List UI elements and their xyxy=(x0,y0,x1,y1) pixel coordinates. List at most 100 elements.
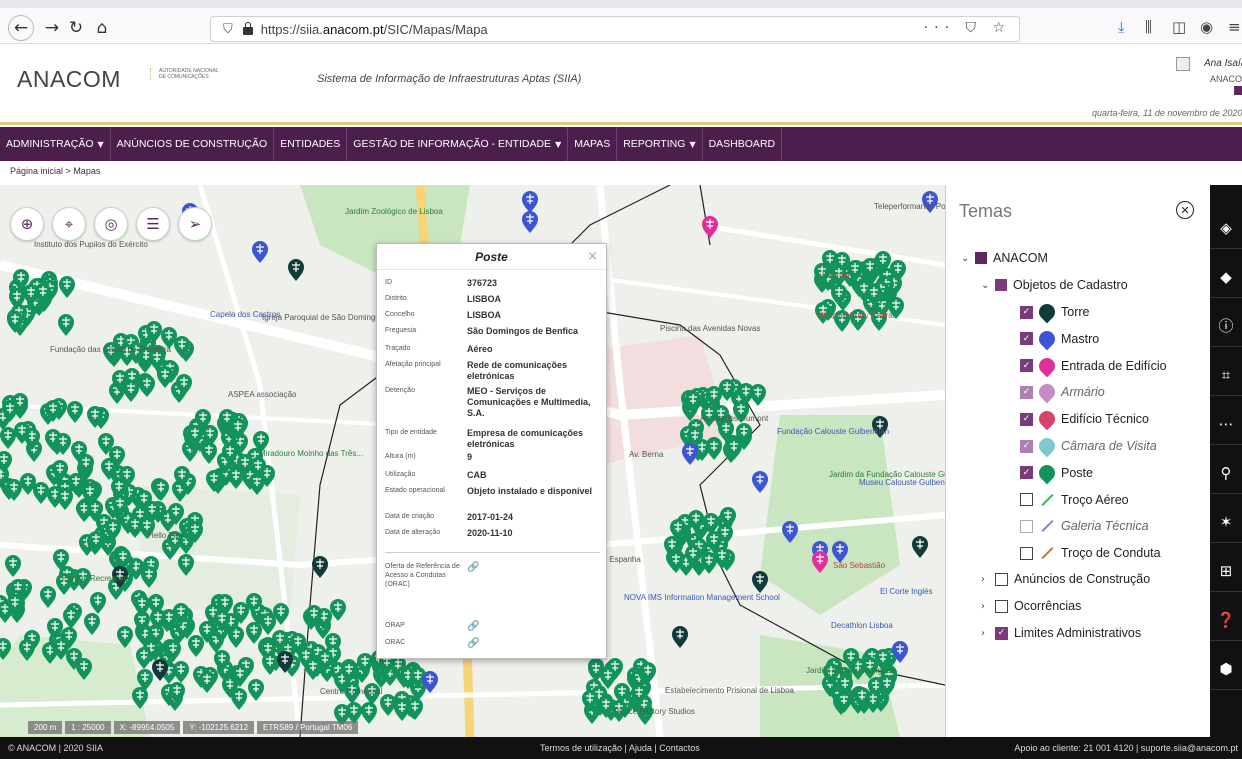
mastro-marker[interactable] xyxy=(832,541,848,563)
query-icon[interactable]: ❓ xyxy=(1210,599,1242,641)
poste-marker[interactable] xyxy=(598,696,614,718)
extension-icon[interactable]: ◉ xyxy=(1200,18,1214,36)
poste-marker[interactable] xyxy=(176,374,192,396)
poste-marker[interactable] xyxy=(165,640,181,662)
poste-marker[interactable] xyxy=(836,691,852,713)
poste-marker[interactable] xyxy=(847,260,863,282)
poste-marker[interactable] xyxy=(719,379,735,401)
forward-arrow-icon[interactable]: → xyxy=(44,18,60,38)
poste-marker[interactable] xyxy=(58,314,74,336)
poste-marker[interactable] xyxy=(273,603,289,625)
poste-marker[interactable] xyxy=(843,648,859,670)
poste-marker[interactable] xyxy=(237,454,253,476)
poste-marker[interactable] xyxy=(685,391,701,413)
poste-marker[interactable] xyxy=(139,375,155,397)
breadcrumb-home[interactable]: Página inicial xyxy=(10,166,64,176)
poste-marker[interactable] xyxy=(834,310,850,332)
poste-marker[interactable] xyxy=(714,547,730,569)
entrada-marker[interactable] xyxy=(702,216,718,238)
layer-conduta[interactable]: Troço de Conduta xyxy=(1020,544,1161,562)
navigation-icon[interactable]: ➢ xyxy=(178,207,212,241)
poste-marker[interactable] xyxy=(222,443,238,465)
poste-marker[interactable] xyxy=(814,263,830,285)
mastro-marker[interactable] xyxy=(752,471,768,493)
lock-icon[interactable] xyxy=(242,22,253,35)
poste-marker[interactable] xyxy=(75,568,91,590)
mastro-marker[interactable] xyxy=(682,443,698,465)
download-icon[interactable]: ⤓ xyxy=(1118,18,1125,36)
poste-marker[interactable] xyxy=(888,297,904,319)
poste-marker[interactable] xyxy=(23,284,39,306)
layer-poste[interactable]: ✓Poste xyxy=(1020,461,1093,485)
anacom-logo[interactable]: ANACOM xyxy=(17,66,121,92)
poste-marker[interactable] xyxy=(290,633,306,655)
poste-marker[interactable] xyxy=(13,269,29,291)
poste-marker[interactable] xyxy=(871,309,887,331)
layer-checkbox[interactable]: ✓ xyxy=(1020,466,1033,480)
poste-marker[interactable] xyxy=(862,258,878,280)
torre-marker[interactable] xyxy=(752,571,768,593)
menu-item-6[interactable]: Dashboard xyxy=(703,127,783,161)
poste-marker[interactable] xyxy=(187,521,203,543)
poste-marker[interactable] xyxy=(380,694,396,716)
torre-marker[interactable] xyxy=(872,416,888,438)
select-icon[interactable]: ⌗ xyxy=(1210,354,1242,396)
poste-marker[interactable] xyxy=(137,669,153,691)
poste-marker[interactable] xyxy=(68,473,84,495)
poste-marker[interactable] xyxy=(250,457,266,479)
layer-entrada[interactable]: ✓Entrada de Edifício xyxy=(1020,354,1167,377)
poste-marker[interactable] xyxy=(854,687,870,709)
poste-marker[interactable] xyxy=(738,383,754,405)
poste-marker[interactable] xyxy=(306,605,322,627)
poste-marker[interactable] xyxy=(98,433,114,455)
poste-marker[interactable] xyxy=(76,658,92,680)
poste-marker[interactable] xyxy=(246,622,262,644)
mastro-marker[interactable] xyxy=(252,241,268,263)
draw-icon[interactable]: ✶ xyxy=(1210,501,1242,543)
poste-marker[interactable] xyxy=(56,573,72,595)
poste-marker[interactable] xyxy=(0,638,11,660)
poste-marker[interactable] xyxy=(87,500,103,522)
layer-edificio[interactable]: ✓Edifício Técnico xyxy=(1020,407,1149,431)
poste-marker[interactable] xyxy=(407,698,423,720)
poste-marker[interactable] xyxy=(341,661,357,683)
layer-checkbox[interactable] xyxy=(1020,493,1033,507)
poste-marker[interactable] xyxy=(736,423,752,445)
poste-marker[interactable] xyxy=(7,311,23,333)
poste-marker[interactable] xyxy=(33,482,49,504)
poste-marker[interactable] xyxy=(90,592,106,614)
poste-marker[interactable] xyxy=(706,531,722,553)
menu-item-2[interactable]: Entidades xyxy=(274,127,348,161)
chevron-right-icon[interactable]: › xyxy=(981,627,985,639)
poste-marker[interactable] xyxy=(174,466,190,488)
poste-marker[interactable] xyxy=(228,467,244,489)
link-icon[interactable]: 🔗 xyxy=(467,638,480,649)
poste-marker[interactable] xyxy=(178,554,194,576)
zoom-search-icon[interactable]: ⊕ xyxy=(10,207,44,241)
poste-marker[interactable] xyxy=(87,406,103,428)
poste-marker[interactable] xyxy=(410,667,426,689)
poste-marker[interactable] xyxy=(132,687,148,709)
poste-marker[interactable] xyxy=(153,479,169,501)
poste-marker[interactable] xyxy=(262,653,278,675)
torre-marker[interactable] xyxy=(112,566,128,588)
poste-marker[interactable] xyxy=(248,679,264,701)
poste-marker[interactable] xyxy=(330,599,346,621)
poste-marker[interactable] xyxy=(134,595,150,617)
mastro-marker[interactable] xyxy=(892,641,908,663)
layer-camara[interactable]: ✓Câmara de Visita xyxy=(1020,434,1157,458)
poste-marker[interactable] xyxy=(84,613,100,635)
poste-marker[interactable] xyxy=(136,490,152,512)
poste-marker[interactable] xyxy=(161,327,177,349)
poste-marker[interactable] xyxy=(357,653,373,675)
poste-marker[interactable] xyxy=(879,675,895,697)
poste-marker[interactable] xyxy=(67,401,83,423)
poste-marker[interactable] xyxy=(45,400,61,422)
poste-marker[interactable] xyxy=(123,380,139,402)
poste-marker[interactable] xyxy=(334,704,350,726)
poste-marker[interactable] xyxy=(875,251,891,273)
poste-marker[interactable] xyxy=(71,441,87,463)
layer-torre[interactable]: ✓Torre xyxy=(1020,300,1089,324)
poste-marker[interactable] xyxy=(703,513,719,535)
poste-marker[interactable] xyxy=(35,283,51,305)
